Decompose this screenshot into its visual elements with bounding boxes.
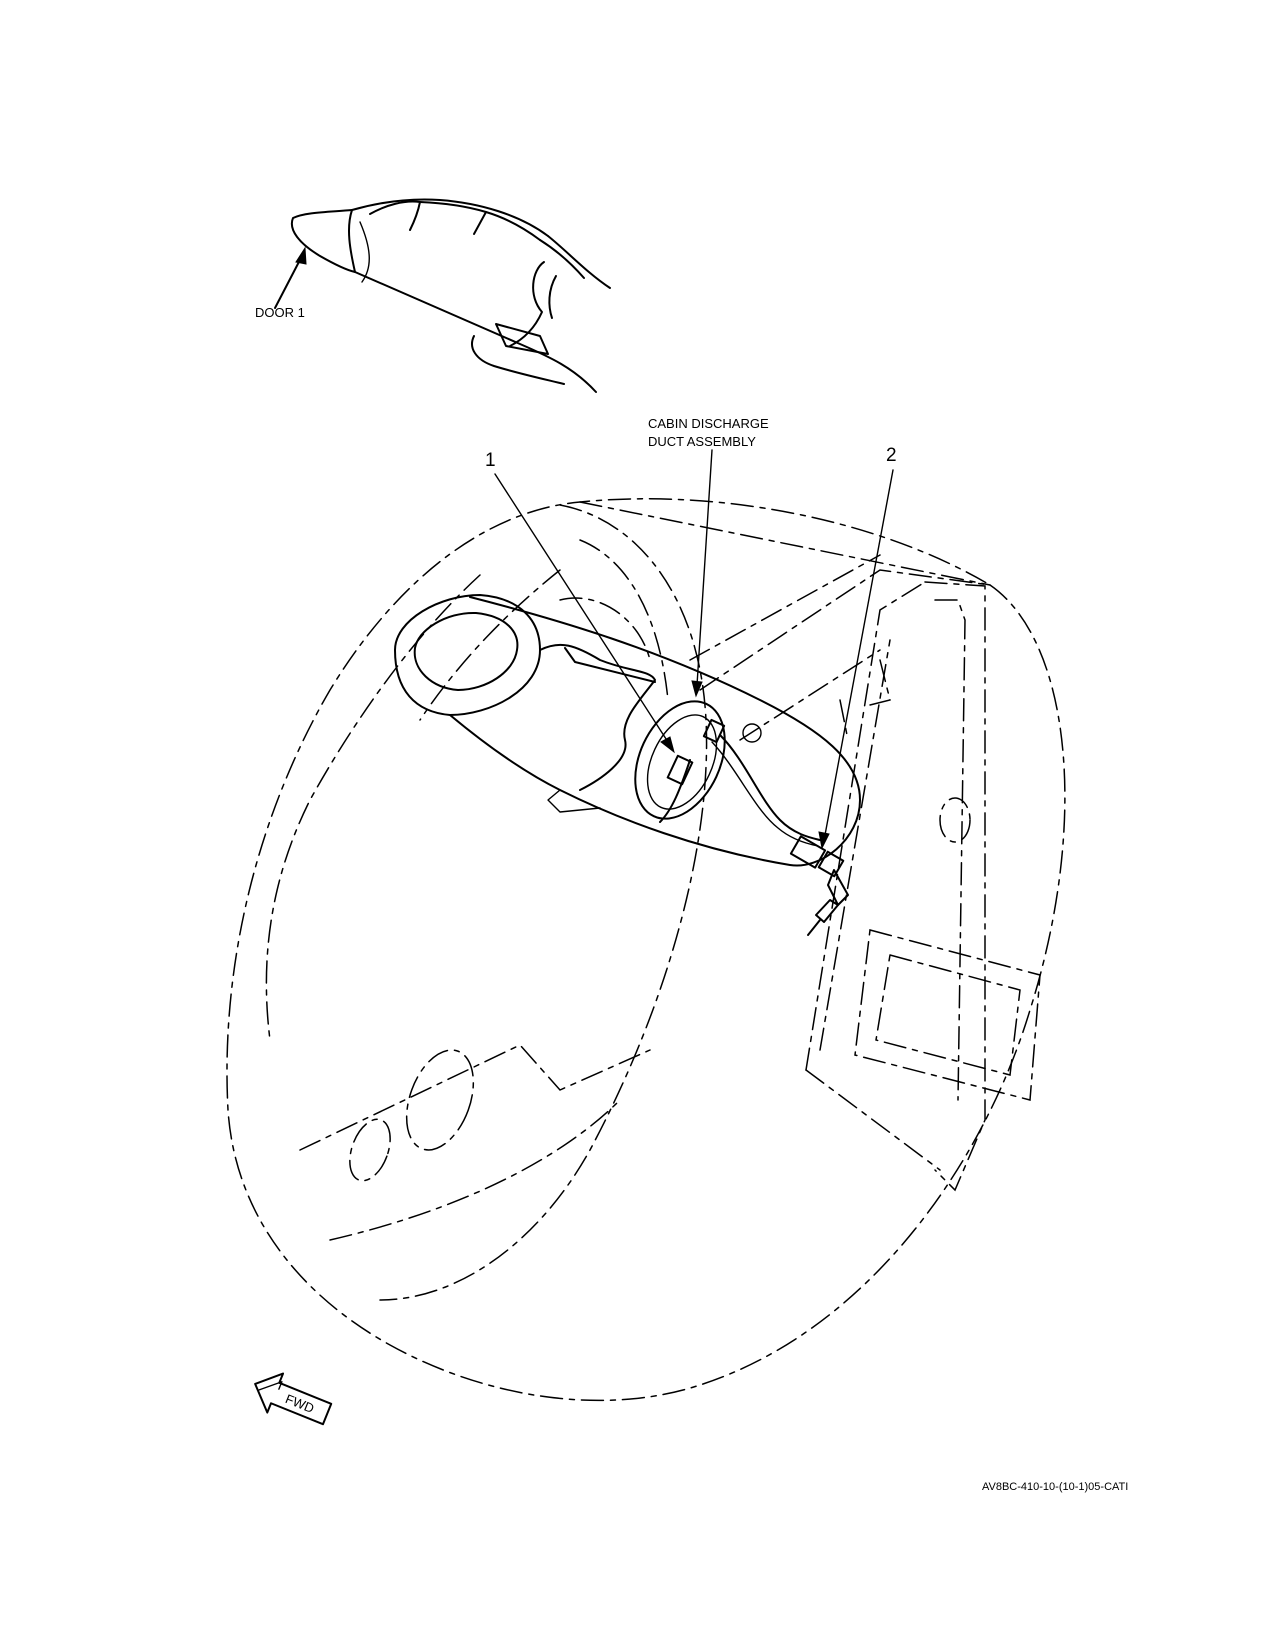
cabin-discharge-callout-line2: DUCT ASSEMBLY <box>648 434 756 449</box>
door-1-callout: DOOR 1 <box>255 305 305 320</box>
fwd-direction-arrow: FWD <box>254 1372 333 1426</box>
aircraft-locator-view <box>274 198 611 393</box>
leader-lines <box>494 449 894 850</box>
item-2-callout: 2 <box>886 445 897 466</box>
cabin-discharge-callout-line1: CABIN DISCHARGE <box>648 416 769 431</box>
figure-id: AV8BC-410-10-(10-1)05-CATI <box>982 1481 1128 1493</box>
item-1-callout: 1 <box>485 450 496 471</box>
fuselage-section-view <box>226 498 1066 1402</box>
